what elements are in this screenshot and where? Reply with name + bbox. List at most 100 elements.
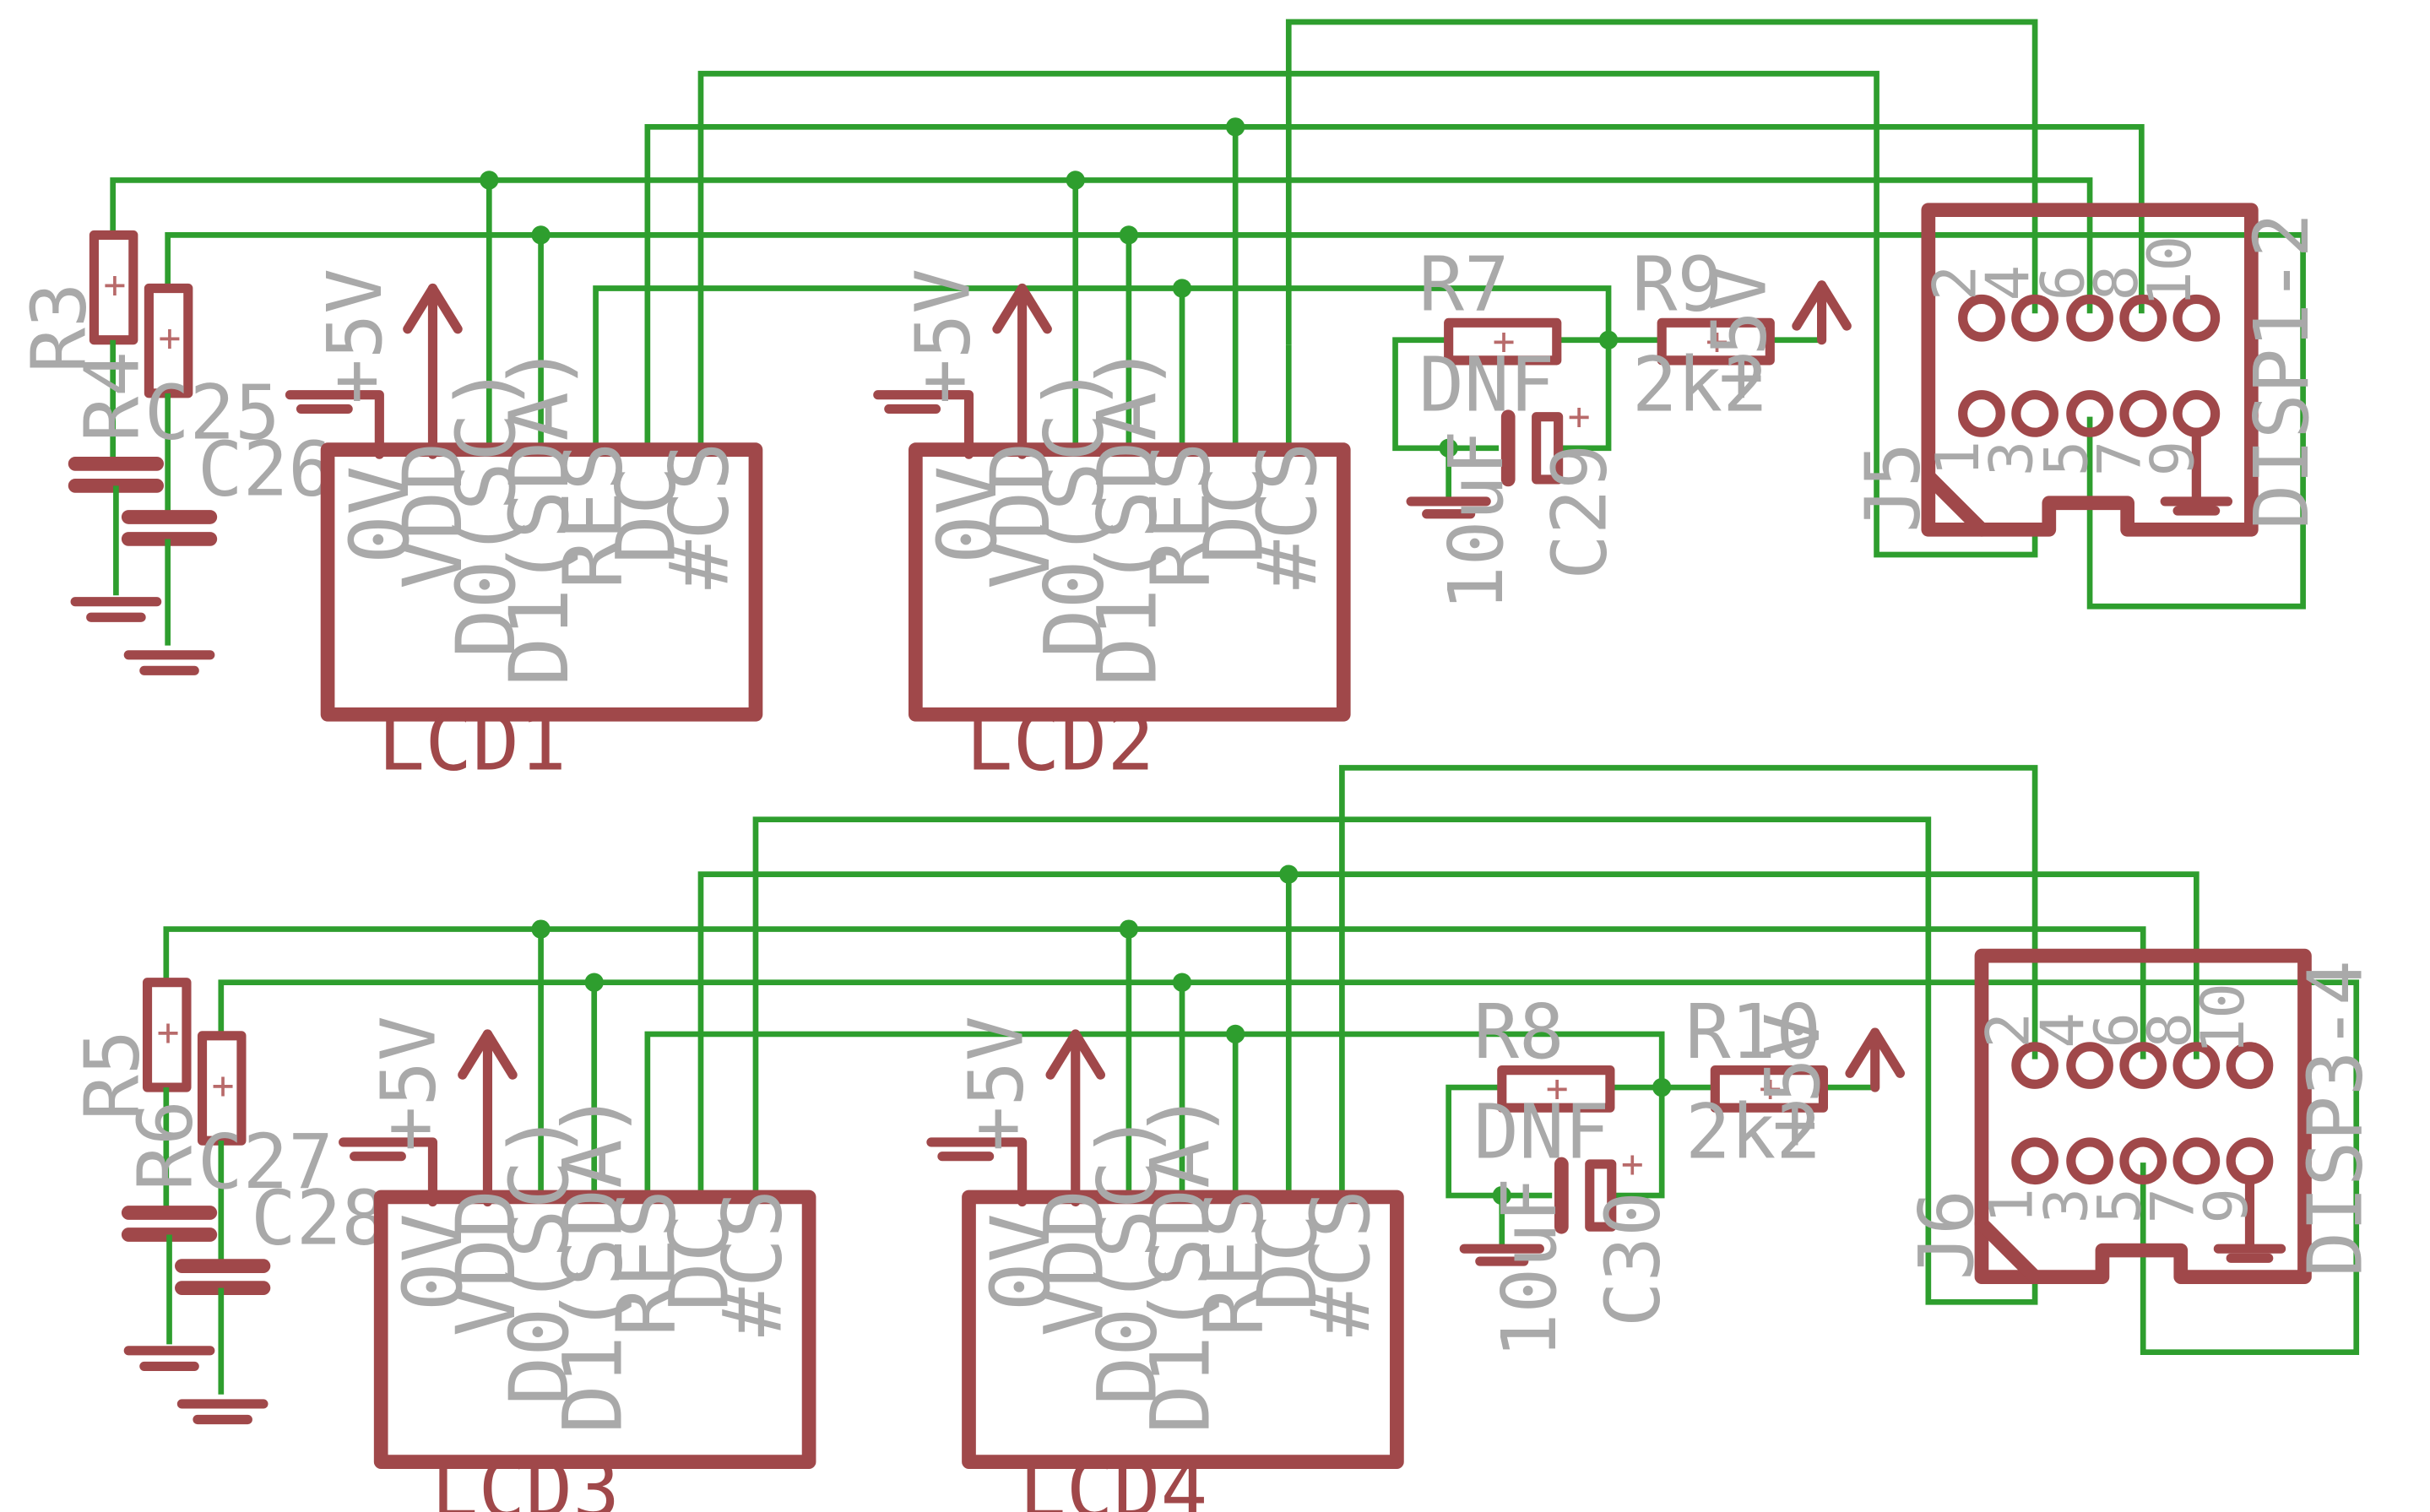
svg-text:+: + — [212, 1064, 235, 1108]
connector-name: DISP1-2 — [2238, 213, 2326, 529]
pin-number: 9 — [2192, 1188, 2261, 1223]
pin-number: 7 — [2139, 1188, 2208, 1223]
capacitor-label: C30 — [1589, 1191, 1677, 1327]
pin-number: 2 — [1921, 265, 1990, 301]
resistor-label: R3 — [15, 282, 103, 372]
pin-number: 3 — [2031, 1188, 2101, 1223]
svg-text:+: + — [1706, 319, 1728, 363]
capacitor-label: C29 — [1536, 444, 1624, 580]
supply-label: +5V — [899, 268, 987, 404]
pin-number: 1 — [1923, 441, 1993, 476]
pin-number: 7 — [2085, 441, 2154, 476]
pin-number: 3 — [1977, 441, 2046, 476]
supply-label: +5V — [312, 268, 399, 404]
capacitor-value: 10uF — [1433, 430, 1521, 611]
lcd-name: LCD1 — [377, 696, 567, 788]
lcd-pin-label: D0(SC) — [438, 364, 534, 658]
lcd-pin-label: DC — [652, 1213, 747, 1311]
resistor-label: R8 — [1473, 989, 1564, 1076]
svg-text:+: + — [1546, 1067, 1569, 1111]
lcd-name: LCD2 — [966, 696, 1155, 788]
wires-top — [110, 19, 2306, 610]
supply-filter-top: + + R7 DNF R9 2k2 +5V + 10uF C29 — [1406, 241, 1852, 611]
lcd-module: LCD1 +5V 0V VDD D0(SC) D1(SDA) RES DC #C… — [285, 268, 763, 788]
resistor-label: R4 — [68, 351, 156, 442]
pull-resistors-bottom: + + R5 R6 C27 C28 — [68, 978, 387, 1425]
pin-number: 10 — [2135, 236, 2205, 307]
lcd-pin-label: 0V — [332, 466, 427, 564]
svg-text:+: + — [1621, 1142, 1644, 1186]
pin-number: 2 — [1974, 1012, 2043, 1048]
lcd-pin-label: VDD — [438, 1190, 534, 1336]
lcd-pin-label: #CS — [705, 1190, 800, 1336]
pin-number: 9 — [2139, 441, 2208, 476]
svg-text:+: + — [157, 1011, 180, 1054]
svg-text:+: + — [104, 263, 127, 307]
pin-number: 6 — [2082, 1012, 2151, 1048]
lcd-pin-label: RES — [545, 442, 640, 589]
svg-text:+: + — [1759, 1067, 1782, 1111]
resistor-label: R9 — [1632, 241, 1722, 328]
lcd-pin-label: 0V — [973, 1213, 1068, 1311]
resistor-value: 2k2 — [1685, 1089, 1821, 1177]
capacitor-label: C25 — [144, 370, 280, 458]
lcd-module: LCD4 +5V 0V VDD D0(SC) D1(SDA) RES DC #C… — [926, 1016, 1404, 1512]
supply-filter-bottom: + + R8 DNF R10 2k2 +5V + 10uF C30 — [1459, 989, 1905, 1359]
lcd-pin-label: DC — [1239, 1213, 1335, 1311]
capacitor-value: 10uF — [1486, 1178, 1574, 1359]
lcd-pin-label: DC — [598, 466, 693, 564]
lcd-pin-label: #CS — [1293, 1190, 1388, 1336]
svg-text:+: + — [1568, 395, 1591, 439]
pin-number: 5 — [2031, 441, 2101, 476]
lcd-pin-label: D1(SDA) — [491, 343, 587, 686]
capacitor-label: C27 — [198, 1119, 334, 1206]
lcd-pin-label: D0(SC) — [1079, 1111, 1174, 1406]
lcd-pin-label: DC — [1186, 466, 1282, 564]
lcd-module: LCD2 +5V 0V VDD D0(SC) D1(SDA) RES DC #C… — [873, 268, 1351, 788]
connector-ref: J5 — [1850, 442, 1938, 533]
capacitor-label: C26 — [198, 426, 334, 514]
lcd-pin-label: VDD — [385, 442, 480, 589]
supply-label: +5V — [1696, 265, 1784, 401]
pin-number: 4 — [1974, 265, 2043, 301]
connector-name: DISP3-4 — [2292, 960, 2379, 1276]
header-connector: 2 4 6 8 10 1 3 5 7 9 J5 DISP1-2 — [1850, 203, 2326, 537]
lcd-pin-label: VDD — [973, 442, 1068, 589]
resistor-value: 2k2 — [1632, 341, 1768, 429]
supply-label: +5V — [953, 1016, 1041, 1152]
pull-resistors-top: + + R3 R4 C25 C26 — [15, 230, 334, 675]
pin-number: 8 — [2082, 265, 2151, 301]
lcd-pin-label: D0(SC) — [1026, 364, 1121, 658]
svg-text:+: + — [1493, 319, 1516, 363]
lcd-pin-label: #CS — [652, 442, 747, 589]
pin-number: 8 — [2135, 1012, 2205, 1048]
pin-number: 4 — [2029, 1012, 2098, 1048]
lcd-pin-label: D1(SDA) — [1079, 343, 1174, 686]
pin-number: 1 — [1977, 1188, 2046, 1223]
pin-number: 5 — [2085, 1188, 2154, 1223]
resistor-label: R6 — [122, 1100, 210, 1190]
resistor-value: DNF — [1418, 341, 1554, 429]
svg-text:+: + — [159, 317, 182, 360]
lcd-pin-label: RES — [1186, 1190, 1282, 1336]
header-connector: 2 4 6 8 10 1 3 5 7 9 J6 DISP3-4 — [1903, 948, 2379, 1284]
lcd-name: LCD3 — [431, 1444, 621, 1512]
group-bottom: + + R5 R6 C27 C28 LCD3 +5V — [68, 765, 2379, 1512]
lcd-pin-label: 0V — [919, 466, 1015, 564]
resistor-label: R5 — [68, 1030, 156, 1120]
connector-ref: J6 — [1903, 1190, 1991, 1280]
lcd-pin-label: RES — [1133, 442, 1229, 589]
lcd-pin-label: D0(SC) — [491, 1111, 587, 1406]
lcd-module: LCD3 +5V 0V VDD D0(SC) D1(SDA) RES DC #C… — [339, 1016, 816, 1512]
lcd-pin-label: RES — [598, 1190, 693, 1336]
supply-label: +5V — [365, 1016, 453, 1152]
lcd-pin-label: D1(SDA) — [545, 1091, 640, 1434]
capacitor-label: C28 — [251, 1175, 387, 1263]
pin-number: 10 — [2189, 983, 2258, 1054]
lcd-pin-label: 0V — [385, 1213, 480, 1311]
lcd-pin-label: #CS — [1239, 442, 1335, 589]
lcd-name: LCD4 — [1019, 1444, 1208, 1512]
junctions-top — [480, 117, 1619, 458]
